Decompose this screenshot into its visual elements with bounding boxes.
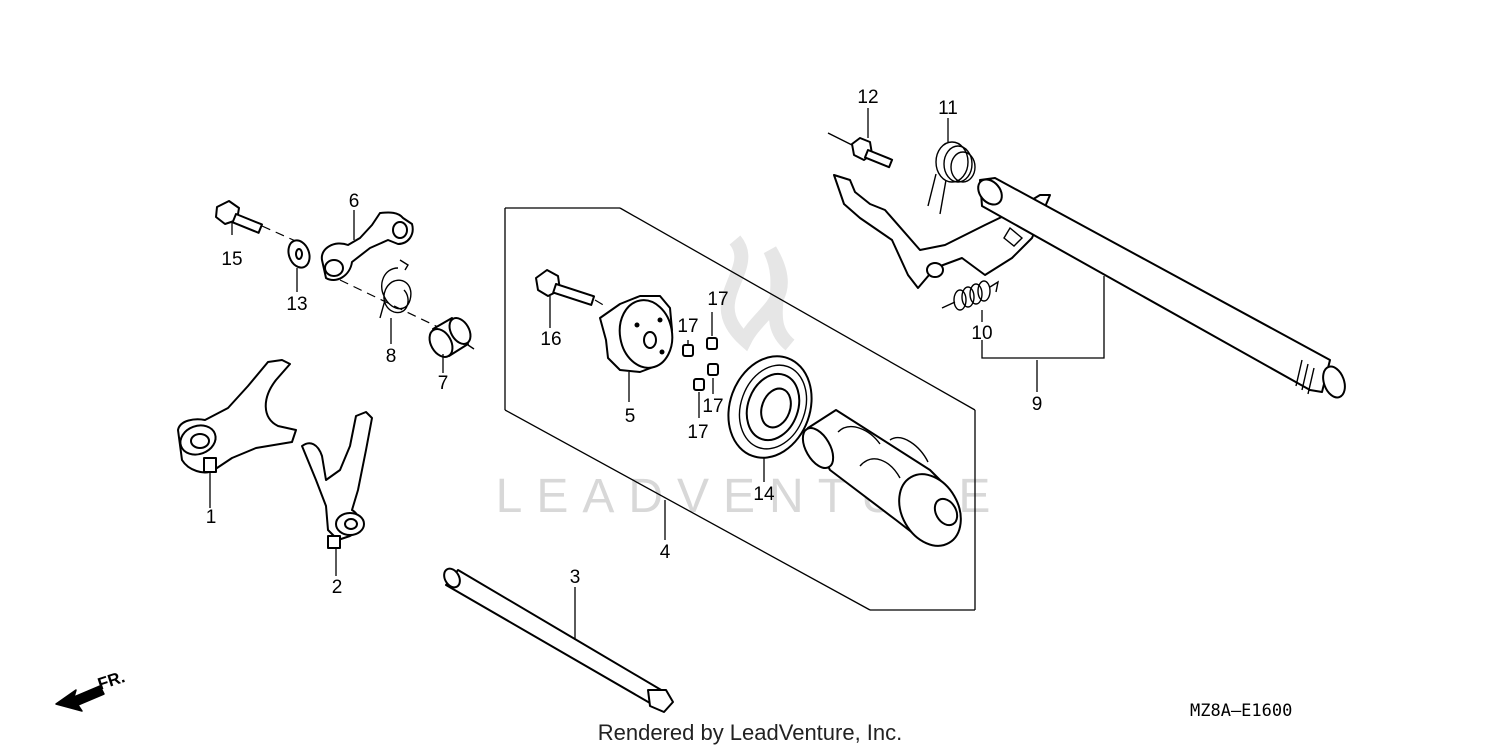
shift-fork-1[interactable] bbox=[176, 359, 297, 474]
callout-11[interactable]: 11 bbox=[938, 98, 958, 119]
stopper-arm-6[interactable] bbox=[320, 211, 441, 329]
callout-15[interactable]: 15 bbox=[221, 249, 242, 270]
drum-center-5[interactable] bbox=[599, 295, 678, 373]
fork-shaft-3[interactable] bbox=[441, 566, 674, 713]
spring-11[interactable] bbox=[927, 141, 976, 215]
bearing-14[interactable] bbox=[715, 344, 826, 469]
bolt-15[interactable] bbox=[215, 200, 301, 244]
callout-3[interactable]: 3 bbox=[570, 567, 581, 588]
diagram-code: MZ8A—E1600 bbox=[1190, 701, 1292, 721]
callout-17d[interactable]: 17 bbox=[687, 422, 708, 443]
callout-10[interactable]: 10 bbox=[971, 323, 992, 344]
front-direction-arrow: FR. bbox=[55, 667, 127, 712]
shift-spindle-9[interactable] bbox=[833, 174, 1349, 401]
drum-assembly-box bbox=[504, 207, 976, 611]
callout-4[interactable]: 4 bbox=[660, 542, 671, 563]
callout-2[interactable]: 2 bbox=[332, 577, 343, 598]
callout-6[interactable]: 6 bbox=[349, 191, 360, 212]
callouts: 1 2 3 4 5 6 7 8 9 10 11 12 13 14 15 16 1… bbox=[206, 87, 1043, 598]
callout-5[interactable]: 5 bbox=[625, 406, 636, 427]
callout-8[interactable]: 8 bbox=[386, 346, 397, 367]
callout-17c[interactable]: 17 bbox=[702, 396, 723, 417]
bolt-16[interactable] bbox=[535, 269, 606, 307]
shift-fork-2[interactable] bbox=[301, 411, 373, 549]
spring-8[interactable] bbox=[379, 259, 412, 319]
spring-10[interactable] bbox=[941, 280, 1000, 311]
shift-drum[interactable] bbox=[797, 409, 974, 557]
washer-13[interactable] bbox=[285, 237, 313, 270]
callout-14[interactable]: 14 bbox=[753, 484, 775, 505]
callout-12[interactable]: 12 bbox=[857, 87, 878, 108]
callout-13[interactable]: 13 bbox=[286, 294, 307, 315]
callout-17b[interactable]: 17 bbox=[677, 316, 698, 337]
callout-17a[interactable]: 17 bbox=[707, 289, 728, 310]
collar-7[interactable] bbox=[425, 314, 475, 361]
callout-1[interactable]: 1 bbox=[206, 507, 217, 528]
bolt-12[interactable] bbox=[827, 132, 894, 169]
footer-credit: Rendered by LeadVenture, Inc. bbox=[598, 720, 903, 745]
callout-7[interactable]: 7 bbox=[438, 373, 449, 394]
front-label: FR. bbox=[95, 667, 127, 694]
leader-lines bbox=[209, 108, 1105, 640]
callout-16[interactable]: 16 bbox=[540, 329, 561, 350]
pins-17[interactable] bbox=[682, 337, 719, 391]
callout-9[interactable]: 9 bbox=[1032, 394, 1043, 415]
